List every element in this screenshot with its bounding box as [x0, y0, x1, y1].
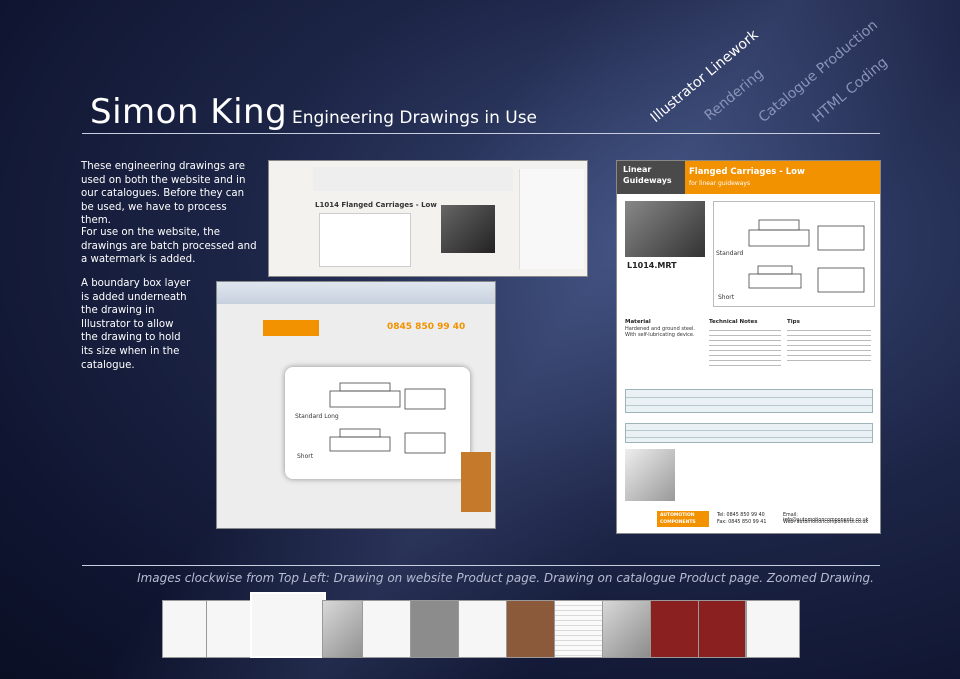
- catalogue-fax: Fax: 0845 850 99 41: [717, 520, 767, 525]
- zoom-overlay: Standard Long Short: [285, 367, 470, 479]
- footer-rule: [82, 565, 880, 566]
- drawing-label-standard: Standard: [716, 250, 744, 257]
- catalogue-header: Linear Guideways Flanged Carriages - Low…: [617, 161, 880, 194]
- product-photo: [441, 205, 495, 253]
- header-rule: [82, 133, 880, 134]
- catalogue-web: Web: automotioncomponents.co.uk: [783, 520, 869, 525]
- load-table: [625, 423, 873, 443]
- drawing-label-short: Short: [718, 294, 735, 301]
- catalogue-drawing: Standard Short: [713, 201, 875, 307]
- paragraph-1: These engineering drawings are used on b…: [81, 161, 246, 227]
- paragraph-2: For use on the website, the drawings are…: [81, 227, 257, 266]
- heading-bar: Flanged Carriages - Low for linear guide…: [685, 161, 880, 194]
- catalogue-tel: Tel: 0845 850 99 40: [717, 513, 765, 518]
- zoom-screenshot: 0845 850 99 40 Standard Long Short: [216, 281, 496, 529]
- drawing-thumbnail: [319, 213, 411, 267]
- zoom-label-standard: Standard Long: [295, 413, 339, 420]
- material-text: Hardened and ground steel. With self-lub…: [625, 326, 696, 338]
- catalogue-ad: [461, 452, 491, 512]
- thumbnail-12[interactable]: [698, 600, 746, 658]
- catalogue-email: Email: info@automotioncomponents.co.uk: [783, 513, 869, 523]
- thumbnail-3-selected[interactable]: [250, 592, 326, 658]
- tips-title: Tips: [787, 319, 800, 325]
- site-phone: 0845 850 99 40: [387, 322, 466, 332]
- carriage-exploded: [625, 449, 675, 501]
- material-title: Material: [625, 319, 651, 325]
- logo-line-1: AUTOMOTION: [660, 513, 695, 518]
- page-subtitle: Engineering Drawings in Use: [292, 108, 538, 128]
- site-logo: [263, 320, 319, 336]
- technical-title: Technical Notes: [709, 319, 758, 325]
- technical-text: [709, 326, 781, 368]
- brand-line-2: Guideways: [623, 176, 672, 185]
- zoom-drawing: [329, 382, 446, 454]
- catalogue-heading: Flanged Carriages - Low: [689, 167, 805, 177]
- carriage-photo: [625, 201, 705, 257]
- browser-chrome: [217, 282, 495, 304]
- product-nav-strip: [313, 167, 513, 191]
- dimension-table: [625, 389, 873, 413]
- product-title: L1014 Flanged Carriages - Low: [315, 201, 437, 209]
- catalogue-drawing-svg: [748, 219, 865, 293]
- catalogue-page: Linear Guideways Flanged Carriages - Low…: [616, 160, 881, 534]
- basket-panel: [519, 169, 584, 269]
- automotion-logo: AUTOMOTION COMPONENTS: [657, 511, 709, 527]
- brand-block: Linear Guideways: [617, 161, 685, 194]
- caption: Images clockwise from Top Left: Drawing …: [137, 571, 874, 585]
- thumbnail-13[interactable]: [746, 600, 800, 658]
- zoom-label-short: Short: [297, 453, 314, 460]
- brand-line-1: Linear: [623, 165, 652, 174]
- page-title: Simon King: [90, 92, 288, 132]
- part-number: L1014.MRT: [627, 261, 677, 270]
- paragraph-3: A boundary box layer is added underneath…: [81, 278, 191, 371]
- logo-line-2: COMPONENTS: [660, 520, 696, 525]
- website-screenshot: L1014 Flanged Carriages - Low: [268, 160, 588, 277]
- tips-text: [787, 326, 871, 362]
- catalogue-heading-sub: for linear guideways: [689, 180, 751, 187]
